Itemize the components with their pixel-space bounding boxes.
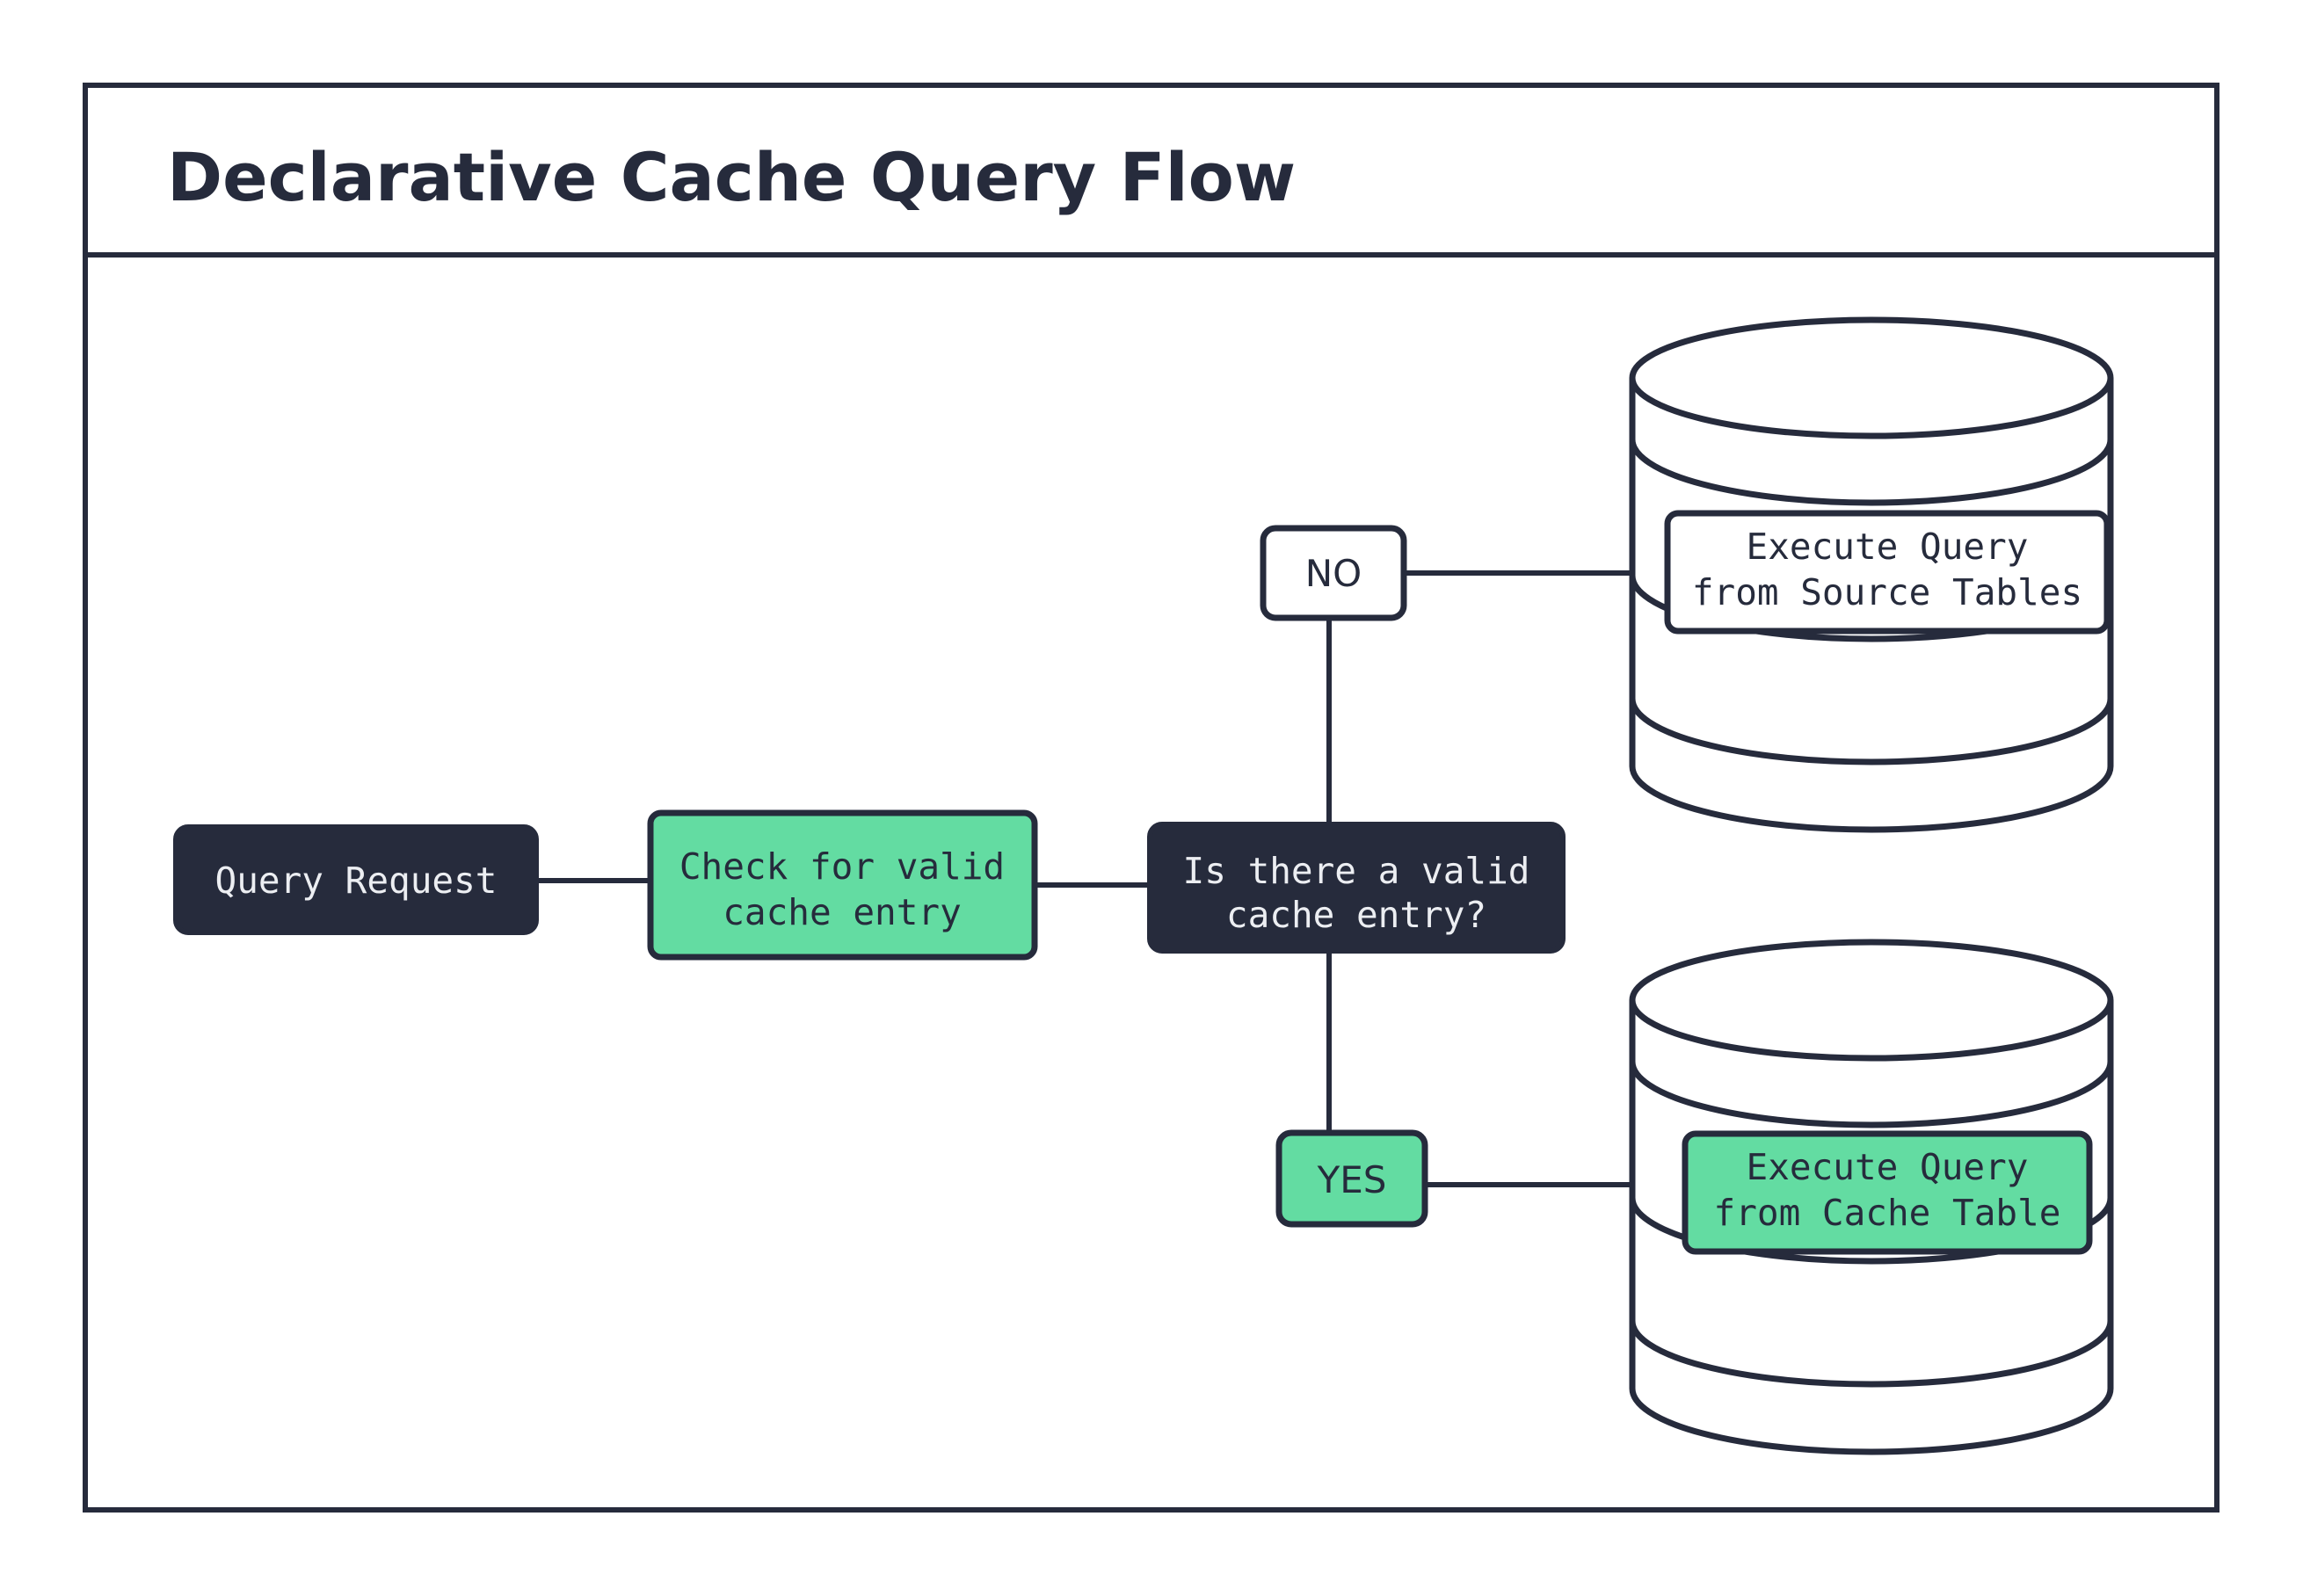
source-tables-line2: from Source Tables (1692, 571, 2082, 613)
no-branch-box[interactable] (1260, 525, 1407, 621)
node-source-tables[interactable]: Execute Query from Source Tables (1664, 510, 2110, 635)
node-cache-table[interactable]: Execute Query from Cache Table (1682, 1130, 2093, 1255)
node-query-request[interactable]: Query Request (173, 824, 539, 935)
yes-branch-label: YES (1317, 1158, 1387, 1201)
source-tables-box[interactable] (1664, 510, 2110, 635)
no-branch-label: NO (1305, 552, 1362, 595)
decision-line2: cache entry? (1226, 894, 1486, 936)
cache-table-line2: from Cache Table (1714, 1192, 2061, 1234)
cache-table-line1: Execute Query (1747, 1146, 2029, 1188)
check-cache-line1: Check for valid (679, 845, 1005, 888)
decision-box[interactable] (1147, 822, 1566, 954)
node-no-branch[interactable]: NO (1260, 525, 1407, 621)
check-cache-line2: cache entry (723, 891, 962, 933)
query-request-box[interactable] (173, 824, 539, 935)
source-tables-line1: Execute Query (1747, 526, 2029, 568)
node-decision[interactable]: Is there a valid cache entry? (1147, 822, 1566, 954)
cache-table-box[interactable] (1682, 1130, 2093, 1255)
node-yes-branch[interactable]: YES (1275, 1129, 1428, 1228)
decision-line1: Is there a valid (1183, 850, 1530, 892)
page-title: Declarative Cache Query Flow (167, 138, 1296, 216)
yes-branch-box[interactable] (1275, 1129, 1428, 1228)
node-check-cache[interactable]: Check for valid cache entry (647, 809, 1038, 961)
query-request-label: Query Request (215, 860, 498, 902)
check-cache-box[interactable] (647, 809, 1038, 961)
